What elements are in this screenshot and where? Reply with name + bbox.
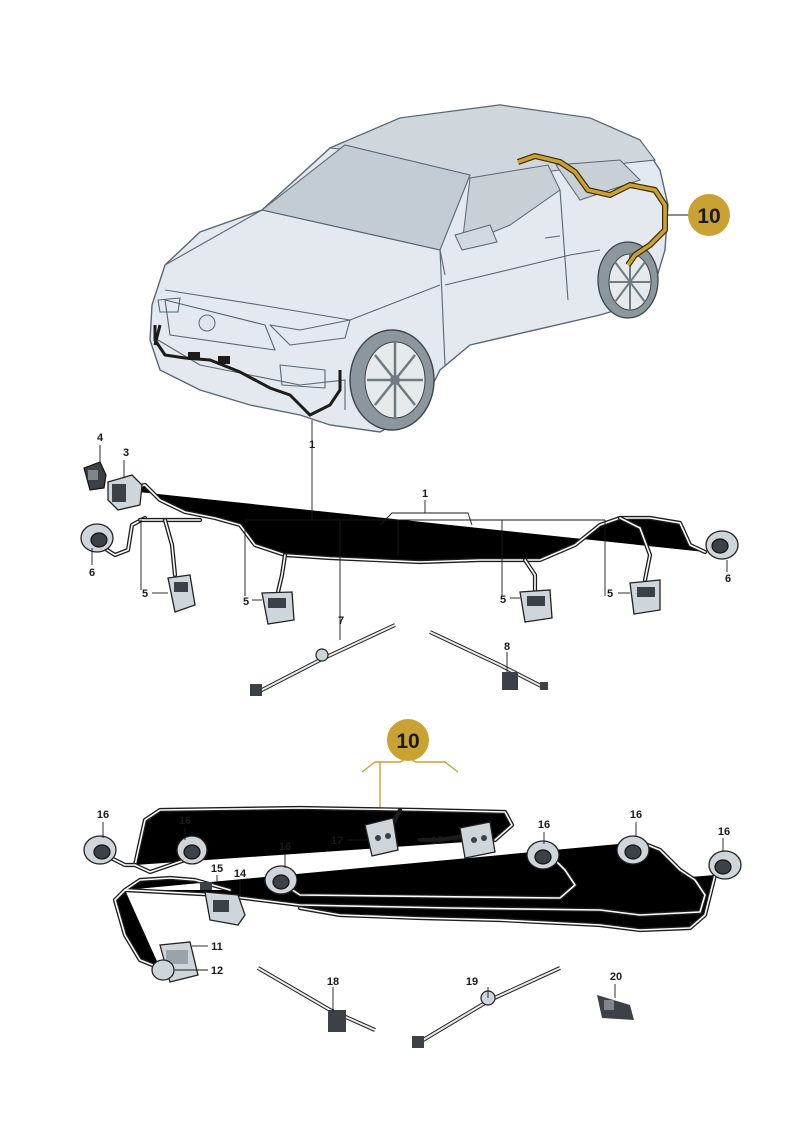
part-20-clip — [597, 995, 634, 1020]
leaders-rear — [102, 822, 724, 1012]
part-14-connector — [204, 891, 246, 926]
label-14: 14 — [234, 868, 247, 880]
badge-10-bottom: 10 — [361, 719, 459, 808]
part-12-housing — [151, 959, 175, 981]
badge-10-label-bottom: 10 — [396, 730, 419, 753]
rear-harness — [102, 808, 715, 968]
label-17-b: 17 — [431, 835, 443, 847]
label-6-right: 6 — [725, 573, 731, 585]
part-6-sensor-left — [80, 523, 114, 553]
label-16-d: 16 — [538, 819, 550, 831]
part-5-connector-d — [629, 579, 661, 615]
part-5-connector-c — [519, 589, 553, 623]
label-16-e: 16 — [630, 809, 642, 821]
badge-circle-bottom — [387, 719, 429, 761]
part-16-sensor-3 — [264, 865, 298, 895]
car-front-harness — [153, 325, 342, 417]
label-3: 3 — [123, 447, 129, 459]
label-16-a: 16 — [97, 809, 109, 821]
label-4: 4 — [97, 432, 104, 444]
badge-10-top: 10 — [668, 194, 730, 236]
part-5-connector-b — [261, 591, 295, 625]
part-5-connector-a — [167, 574, 196, 613]
part-8-cable-tie — [429, 630, 548, 690]
part-6-sensor-right — [705, 530, 739, 560]
label-19: 19 — [466, 976, 478, 988]
part-18-cable-tie — [256, 966, 376, 1032]
label-11: 11 — [211, 941, 223, 953]
label-15: 15 — [211, 863, 223, 875]
rear-wheel — [597, 241, 659, 319]
part-15-seal — [200, 882, 212, 890]
front-wheel — [349, 329, 435, 431]
part-7-cable-tie — [250, 623, 396, 696]
part-16-sensor-1 — [83, 835, 117, 865]
part-19-cable-tie — [412, 966, 561, 1048]
part-16-sensor-6 — [708, 850, 742, 880]
label-5-b: 5 — [243, 596, 249, 608]
part-4-clip — [83, 461, 107, 491]
part-labels: 1 1 4 3 6 6 5 5 5 5 7 8 16 16 16 16 16 1… — [89, 432, 731, 988]
part-17-connector-1 — [364, 817, 399, 857]
label-16-f: 16 — [718, 826, 730, 838]
label-16-c: 16 — [279, 841, 291, 853]
label-6-left: 6 — [89, 567, 95, 579]
label-20: 20 — [610, 971, 622, 983]
label-1-main: 1 — [309, 439, 315, 451]
part-16-sensor-4 — [526, 840, 560, 870]
part-3-connector — [107, 474, 143, 511]
part-16-sensor-2 — [176, 835, 208, 865]
label-5-c: 5 — [500, 594, 506, 606]
label-5-d: 5 — [607, 588, 613, 600]
label-1-group: 1 — [422, 488, 428, 500]
label-16-b: 16 — [179, 815, 191, 827]
badge-circle-top — [688, 194, 730, 236]
badge-10-label-top: 10 — [697, 205, 720, 228]
label-5-a: 5 — [142, 588, 148, 600]
front-harness — [101, 485, 705, 595]
car-illustration — [149, 104, 669, 433]
part-16-sensor-5 — [616, 835, 650, 865]
label-17-a: 17 — [331, 835, 343, 847]
label-12: 12 — [211, 965, 223, 977]
part-17-connector-2 — [459, 821, 496, 859]
label-7: 7 — [338, 615, 344, 627]
label-8: 8 — [504, 641, 510, 653]
leaders-front — [91, 420, 728, 672]
label-18: 18 — [327, 976, 339, 988]
car-mirror — [454, 224, 498, 251]
